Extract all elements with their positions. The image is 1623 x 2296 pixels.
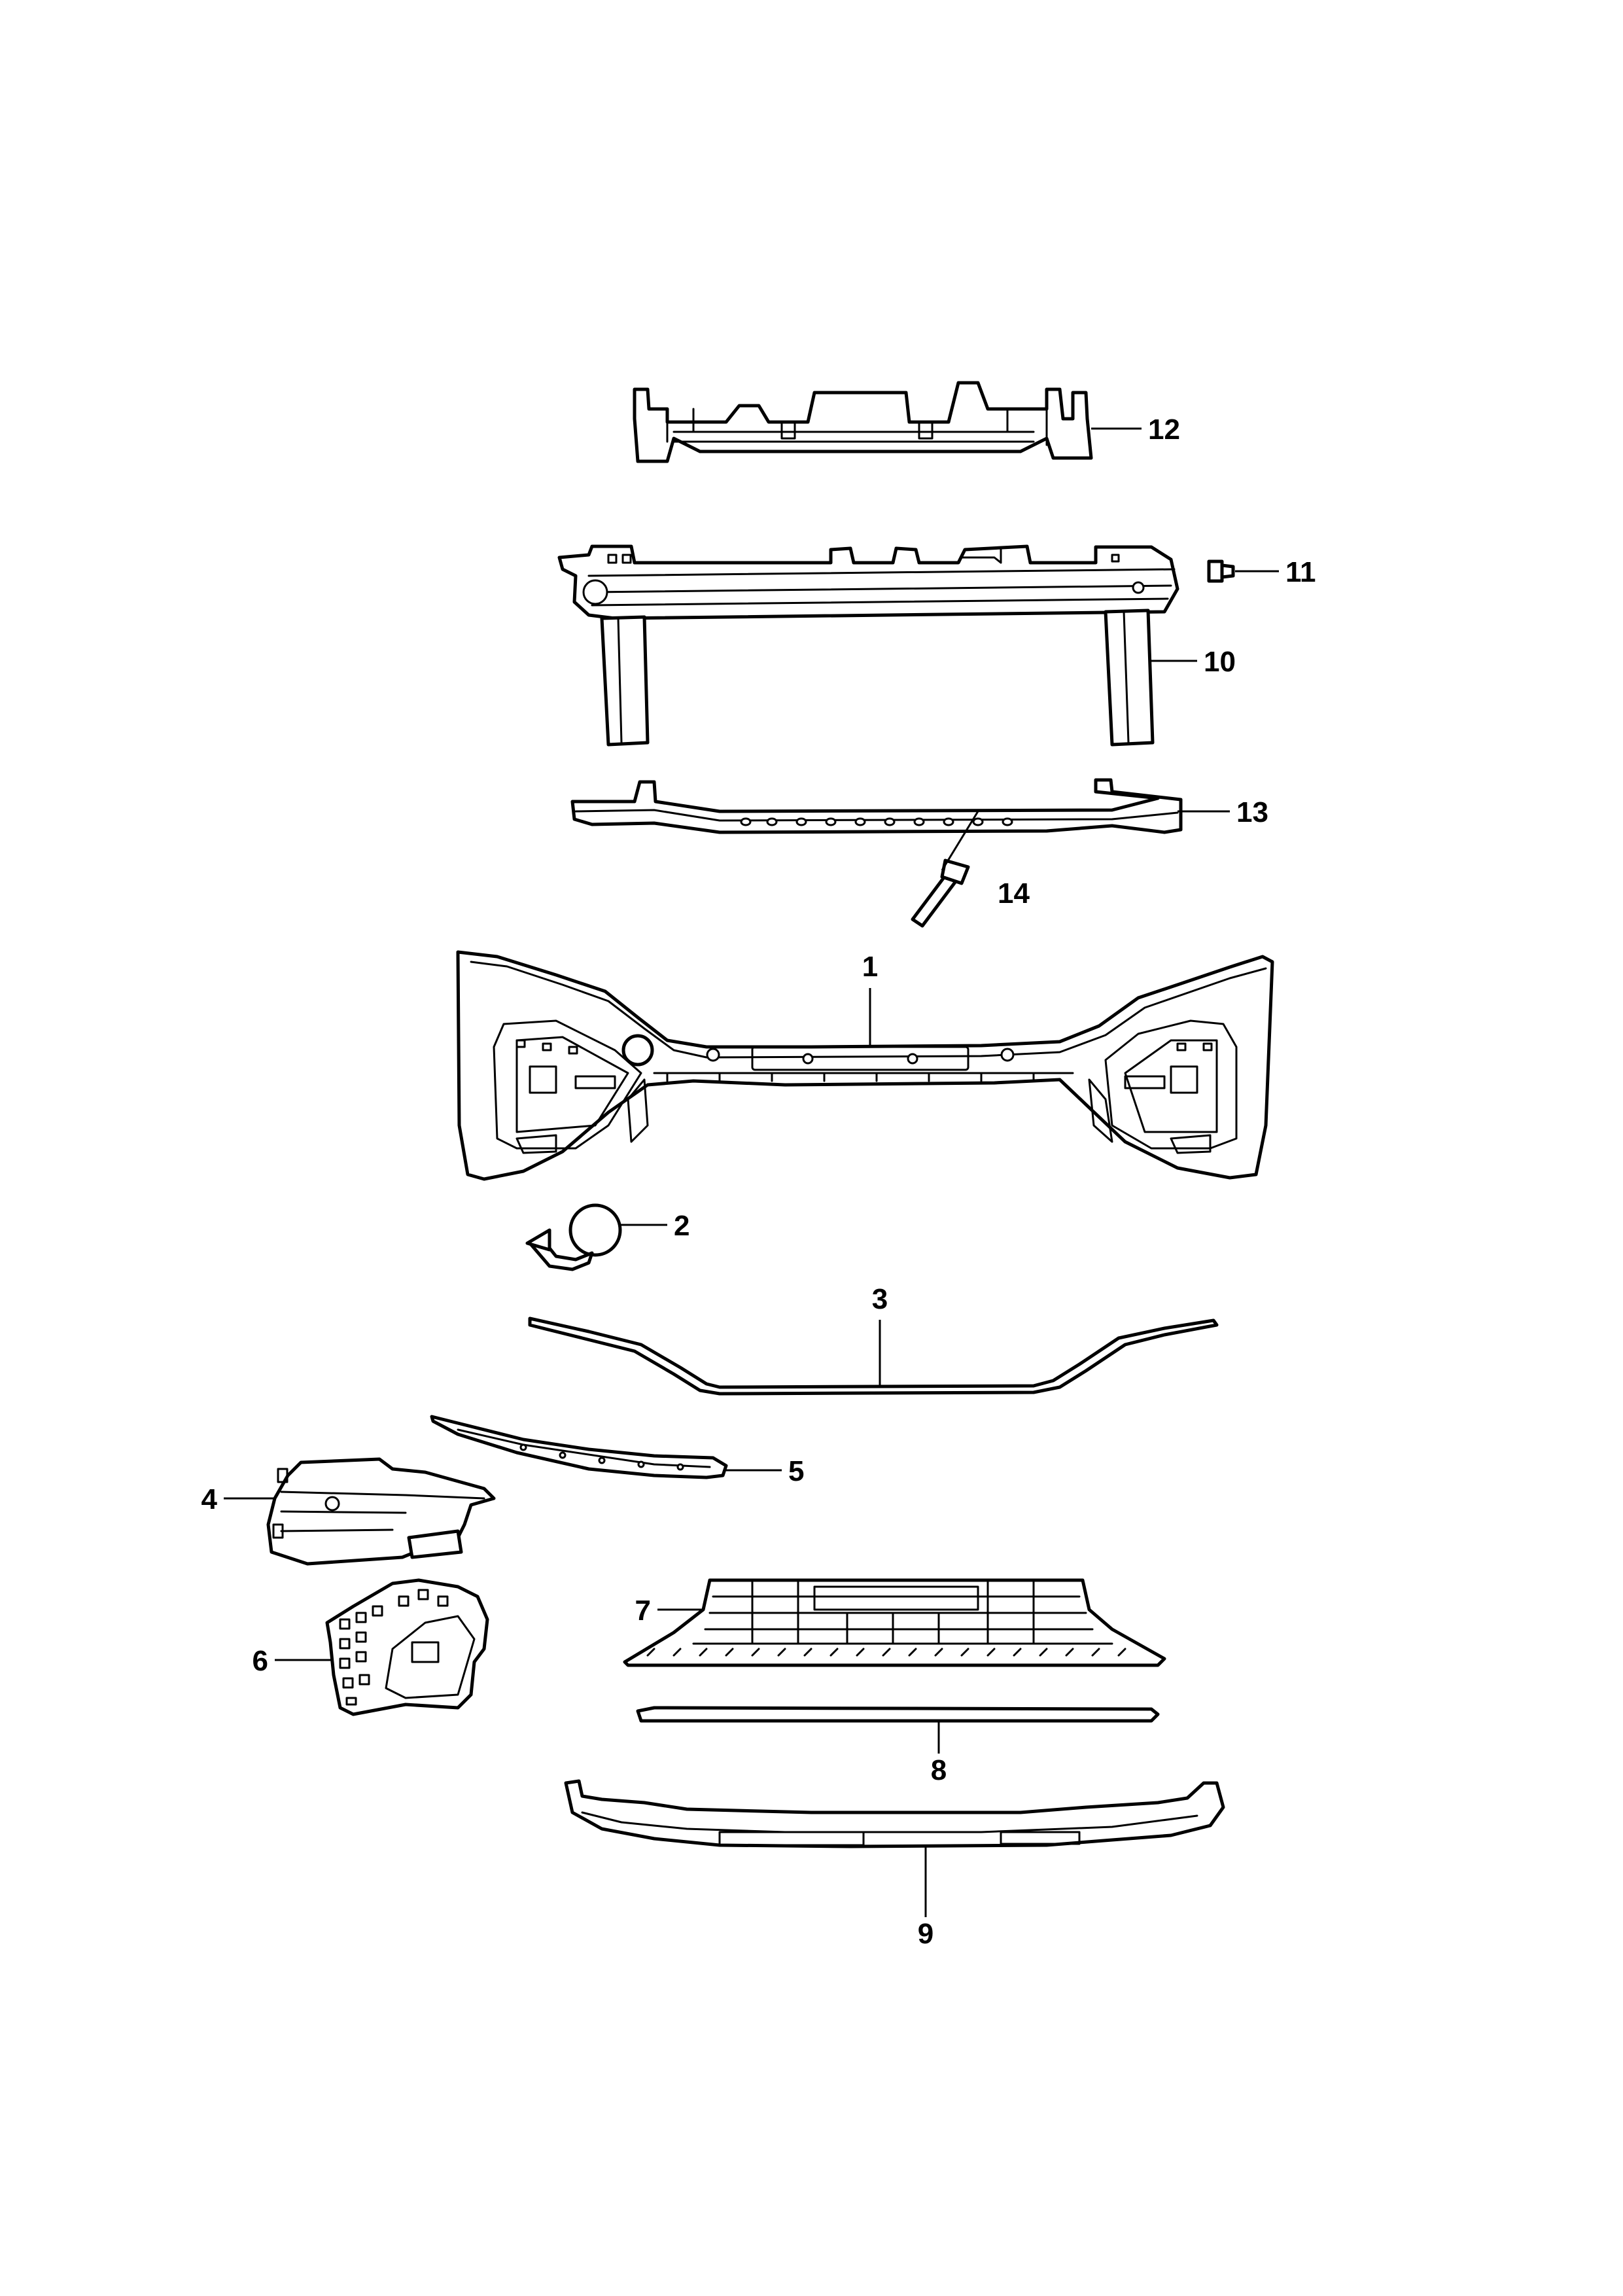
- leader-lines: [224, 427, 1279, 1917]
- part-13-lower-beam: [570, 778, 1183, 834]
- callout-1: 1: [862, 951, 878, 983]
- callout-6: 6: [253, 1645, 268, 1677]
- part-6-lamp-bracket: [325, 1578, 489, 1716]
- part-2-tow-cover: [525, 1203, 622, 1271]
- callout-8: 8: [931, 1754, 947, 1786]
- part-7-lower-grille: [623, 1578, 1166, 1667]
- part-9-spoiler: [564, 1779, 1225, 1848]
- part-4-grille-insert: [266, 1457, 496, 1566]
- part-12-bracket: [633, 381, 1093, 463]
- callout-12: 12: [1148, 414, 1180, 446]
- part-5-side-strip: [430, 1415, 728, 1479]
- part-8-lower-strip: [636, 1706, 1160, 1723]
- callout-2: 2: [674, 1210, 689, 1242]
- leader-14: [941, 811, 979, 871]
- callout-3: 3: [872, 1283, 888, 1315]
- callout-14: 14: [998, 877, 1030, 910]
- part-13-holes: [740, 817, 1013, 826]
- callout-13: 13: [1236, 796, 1268, 828]
- part-10-reinforcement-beam: [557, 544, 1179, 747]
- callout-4: 4: [201, 1483, 218, 1515]
- callout-7: 7: [635, 1595, 651, 1627]
- callout-5: 5: [788, 1455, 804, 1487]
- part-14-rivet: [911, 858, 970, 928]
- callout-labels: 1 2 3 4 5 6 7 8 9 10 11 12 13 14: [201, 414, 1316, 1950]
- callout-9: 9: [918, 1918, 934, 1950]
- part-3-trim-strip: [528, 1316, 1219, 1396]
- part-1-bumper-cover: [456, 950, 1274, 1181]
- callout-11: 11: [1285, 556, 1316, 588]
- part-11-screw: [1207, 559, 1235, 583]
- callout-10: 10: [1204, 646, 1236, 678]
